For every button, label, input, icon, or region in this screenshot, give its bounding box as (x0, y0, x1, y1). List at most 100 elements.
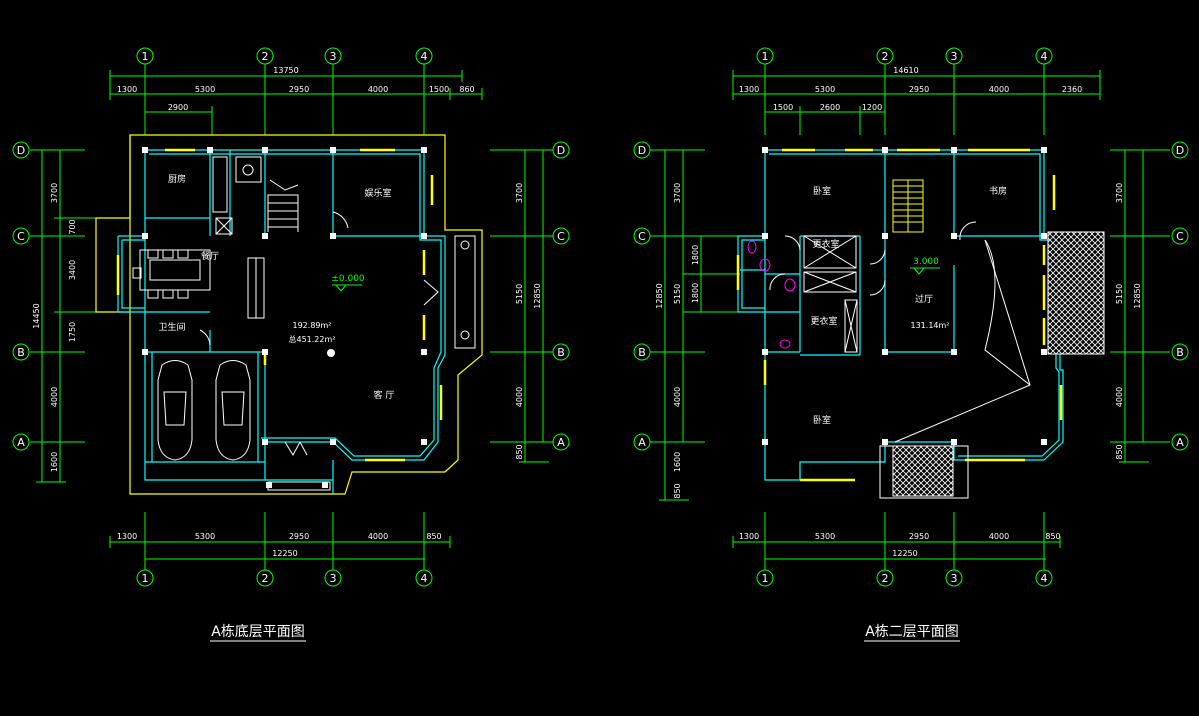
axis-4-bottom: 4 (421, 572, 428, 585)
right-closets (769, 221, 1031, 443)
r-axis-a-right: A (1176, 436, 1184, 449)
r-dim-bottom-4: 850 (1045, 532, 1060, 541)
r-dim-left-3: 4000 (673, 387, 682, 407)
axis-1-bottom: 1 (142, 572, 149, 585)
r-dim-bottom-2: 2950 (909, 532, 929, 541)
axis-c-left: C (17, 230, 25, 243)
dim-left-3: 1750 (68, 322, 77, 342)
r-dim-bottom-1: 5300 (815, 532, 835, 541)
left-room-labels: 厨房 娱乐室 餐厅 卫生间 客 厅 ±0.000 192.89m² 总451.2… (158, 173, 394, 401)
plan-left: 1 2 3 4 1 2 3 4 D C B A D C B A 13750 13… (12, 47, 570, 642)
dim-bottom-3: 4000 (368, 532, 388, 541)
r-level-mark: 3.000 (913, 257, 939, 267)
dim-top-5: 860 (459, 85, 474, 94)
axis-c-right: C (557, 230, 565, 243)
r-dim-bottom-total: 12250 (892, 549, 917, 558)
dim-bottom-total: 12250 (272, 549, 297, 558)
r-dim-right-total: 12850 (1133, 283, 1142, 308)
r-dim-top-0: 1300 (739, 85, 759, 94)
right-level-symbol (910, 267, 940, 275)
r-axis-d-right: D (1176, 144, 1184, 157)
room-closet-1: 更衣室 (812, 238, 839, 250)
left-axis-bubbles (12, 47, 570, 587)
r-dim-top-total: 14610 (893, 66, 918, 75)
right-dimension-lines (650, 64, 1170, 570)
axis-b-left: B (17, 346, 25, 359)
left-garage-cars (157, 360, 251, 461)
right-axis-bubbles (633, 47, 1189, 587)
r-dim-top-4: 2360 (1062, 85, 1082, 94)
room-closet-2: 更衣室 (810, 315, 837, 327)
room-kitchen: 厨房 (168, 173, 186, 185)
dim-bottom-2: 2950 (289, 532, 309, 541)
axis-a-left: A (17, 436, 25, 449)
r-dim-sub-0: 1500 (773, 103, 793, 112)
dim-top-4: 1500 (429, 85, 449, 94)
left-walls (117, 149, 446, 494)
right-columns (762, 147, 1047, 445)
r-axis-1-bottom: 1 (762, 572, 769, 585)
left-level-symbol (332, 284, 362, 292)
r-axis-b-left: B (638, 346, 646, 359)
room-bedroom-top: 卧室 (813, 185, 831, 197)
right-dimension-text: 14610 1300 5300 2950 4000 2360 1500 2600… (739, 66, 1082, 558)
left-outer-outline (95, 134, 483, 495)
dim-left-4: 4000 (50, 387, 59, 407)
r-dim-top-2: 2950 (909, 85, 929, 94)
r-dim-left-mid: 5150 (673, 284, 682, 304)
r-axis-a-left: A (638, 436, 646, 449)
r-axis-2-top: 2 (882, 50, 889, 63)
dim-right-3: 850 (515, 444, 524, 459)
right-vertical-dimension-text: 3700 1800 1800 4000 1600 850 12850 5150 … (655, 183, 1142, 499)
axis-d-left: D (17, 144, 25, 157)
dim-top-0: 1300 (117, 85, 137, 94)
plan-right-title: A栋二层平面图 (865, 623, 959, 640)
room-entertainment: 娱乐室 (364, 187, 391, 199)
r-axis-4-top: 4 (1041, 50, 1048, 63)
r-axis-b-right: B (1176, 346, 1184, 359)
right-axis-labels: 1 2 3 4 1 2 3 4 D C B A D C B A (638, 50, 1184, 585)
r-dim-right-2: 4000 (1115, 387, 1124, 407)
plan-left-title: A栋底层平面图 (211, 623, 305, 640)
r-axis-d-left: D (638, 144, 646, 157)
r-axis-2-bottom: 2 (882, 572, 889, 585)
r-axis-c-left: C (638, 230, 646, 243)
right-sanitary (747, 240, 796, 349)
left-dimension-text: 13750 1300 5300 2950 4000 1500 860 2900 … (117, 66, 475, 558)
left-dimension-lines (30, 64, 553, 570)
dim-right-0: 3700 (515, 183, 524, 203)
dim-left-0: 3700 (50, 183, 59, 203)
room-study: 书房 (989, 185, 1007, 197)
right-staircase (892, 179, 924, 233)
left-axis-labels: 1 2 3 4 1 2 3 4 D C B A D C B A (17, 50, 565, 585)
r-axis-3-top: 3 (951, 50, 958, 63)
dim-right-2: 4000 (515, 387, 524, 407)
r-dim-right-1: 5150 (1115, 284, 1124, 304)
right-room-labels: 卧室 书房 更衣室 更衣室 过厅 卧室 3.000 131.14m² (810, 185, 1007, 426)
r-dim-right-0: 3700 (1115, 183, 1124, 203)
dim-right-1: 5150 (515, 284, 524, 304)
plan-right: 1 2 3 4 1 2 3 4 D C B A D C B A 14610 13… (633, 47, 1189, 642)
r-dim-left-4: 1600 (673, 452, 682, 472)
axis-d-right: D (557, 144, 565, 157)
axis-1-top: 1 (142, 50, 149, 63)
dim-bottom-1: 5300 (195, 532, 215, 541)
axis-a-right: A (557, 436, 565, 449)
r-area: 131.14m² (911, 321, 950, 330)
r-dim-left-0: 3700 (673, 183, 682, 203)
dim-left-2: 3400 (68, 260, 77, 280)
dim-top-2: 2950 (289, 85, 309, 94)
right-walls (737, 149, 1064, 481)
left-columns (142, 147, 427, 488)
axis-3-top: 3 (330, 50, 337, 63)
right-windows (736, 148, 1063, 482)
left-staircase (267, 179, 299, 232)
dim-left-5: 1600 (50, 452, 59, 472)
dim-left-total: 14450 (32, 303, 41, 328)
r-dim-sub-2: 1200 (862, 103, 882, 112)
r-dim-left-5: 850 (673, 483, 682, 498)
axis-b-right: B (557, 346, 565, 359)
axis-2-bottom: 2 (262, 572, 269, 585)
